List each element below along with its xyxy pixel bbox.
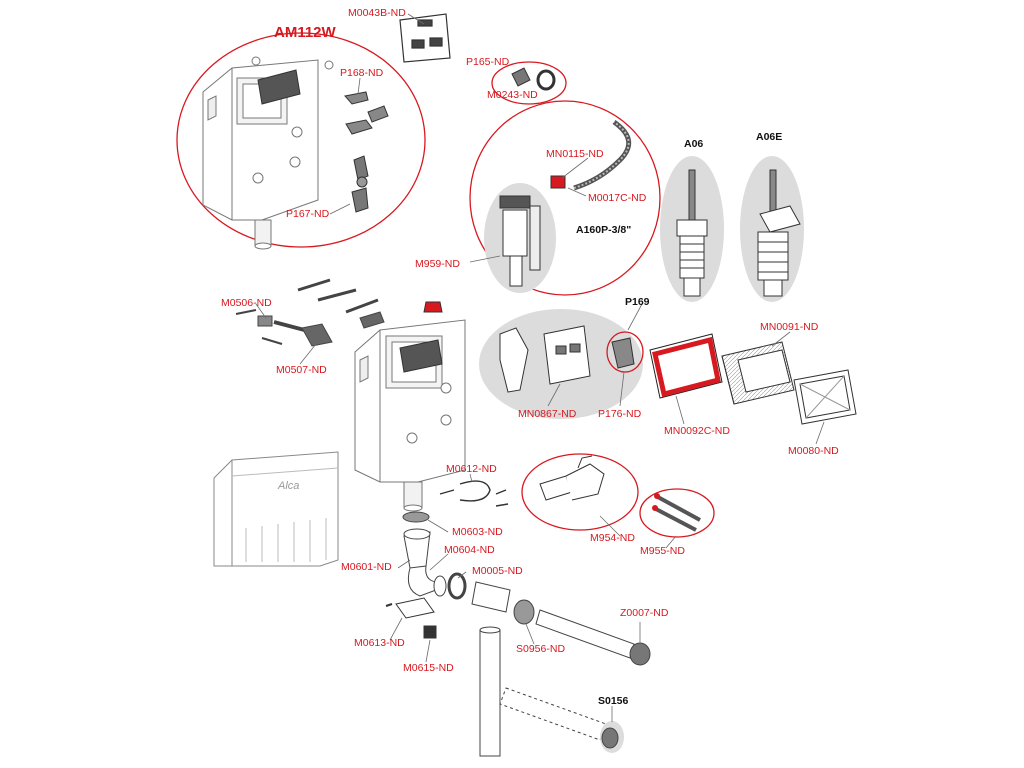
m0017c-part (550, 175, 566, 189)
m0613-bracket (385, 597, 437, 639)
m955-outline (639, 488, 715, 538)
label-m0615: M0615-ND (403, 662, 454, 674)
label-m0080: M0080-ND (788, 445, 839, 457)
label-m954: M954-ND (590, 532, 635, 544)
a160p-valve (499, 195, 541, 287)
m954-bracket (539, 455, 605, 501)
label-p167: P167-ND (286, 208, 330, 220)
am112w-outline (176, 32, 426, 248)
label-p176: P176-ND (598, 408, 642, 420)
mn0092c-frame (649, 333, 723, 399)
mn0867-frame (499, 325, 591, 393)
label-p169: P169 (625, 296, 650, 308)
label-mn0115: MN0115-ND (546, 148, 604, 160)
label-m0601: M0601-ND (341, 561, 392, 573)
label-mn0092c: MN0092C-ND (664, 425, 730, 437)
p176-outline (606, 331, 644, 373)
label-s0956: S0956-ND (516, 643, 566, 655)
mn0091-box (721, 341, 795, 405)
label-a06e: A06E (756, 131, 783, 143)
label-z0007: Z0007-ND (620, 607, 669, 619)
label-p168: P168-ND (340, 67, 384, 79)
label-p165: P165-ND (466, 56, 510, 68)
am112w-group (176, 32, 426, 250)
am112w-cistern (202, 56, 334, 250)
p167-valve (351, 155, 369, 213)
brand-logo-text: Alca (278, 480, 300, 492)
label-m0017c: M0017C-ND (588, 192, 647, 204)
p176-part (611, 337, 635, 369)
label-m0603: M0603-ND (452, 526, 503, 538)
label-m0604: M0604-ND (444, 544, 495, 556)
label-m0507: M0507-ND (276, 364, 327, 376)
label-mn0867: MN0867-ND (518, 408, 577, 420)
label-m0243: M0243-ND (487, 89, 538, 101)
label-mn0091: MN0091-ND (760, 321, 819, 333)
label-m955: M955-ND (640, 545, 685, 557)
label-s0156: S0156 (598, 695, 629, 707)
label-m0613: M0613-ND (354, 637, 405, 649)
m955-bolts (652, 493, 701, 532)
label-m0043b: M0043B-ND (348, 7, 406, 19)
p168-bracket (344, 91, 389, 135)
label-m0612: M0612-ND (446, 463, 497, 475)
p165-part (511, 67, 556, 91)
p165-group-outline (491, 61, 567, 105)
m0080-plate (793, 369, 857, 425)
a160p-group-outline (469, 100, 661, 296)
cistern-cap (423, 301, 443, 313)
m0043b-frame (399, 13, 451, 63)
label-m959: M959-ND (415, 258, 460, 270)
cistern-main (354, 319, 466, 512)
a06e-valve (757, 169, 801, 297)
label-m0506: M0506-ND (221, 297, 272, 309)
m0506-screws (235, 278, 385, 347)
a06-valve (676, 169, 708, 297)
label-a06: A06 (684, 138, 704, 150)
m0612-clip (439, 480, 509, 507)
insulation-cover (213, 451, 339, 567)
diagram-title: AM112W (274, 24, 336, 41)
label-m0005: M0005-ND (472, 565, 523, 577)
m954-outline (521, 453, 639, 531)
leader-lines (255, 13, 825, 722)
label-a160p: A160P-3/8" (576, 224, 632, 236)
drain-assembly (402, 511, 651, 757)
